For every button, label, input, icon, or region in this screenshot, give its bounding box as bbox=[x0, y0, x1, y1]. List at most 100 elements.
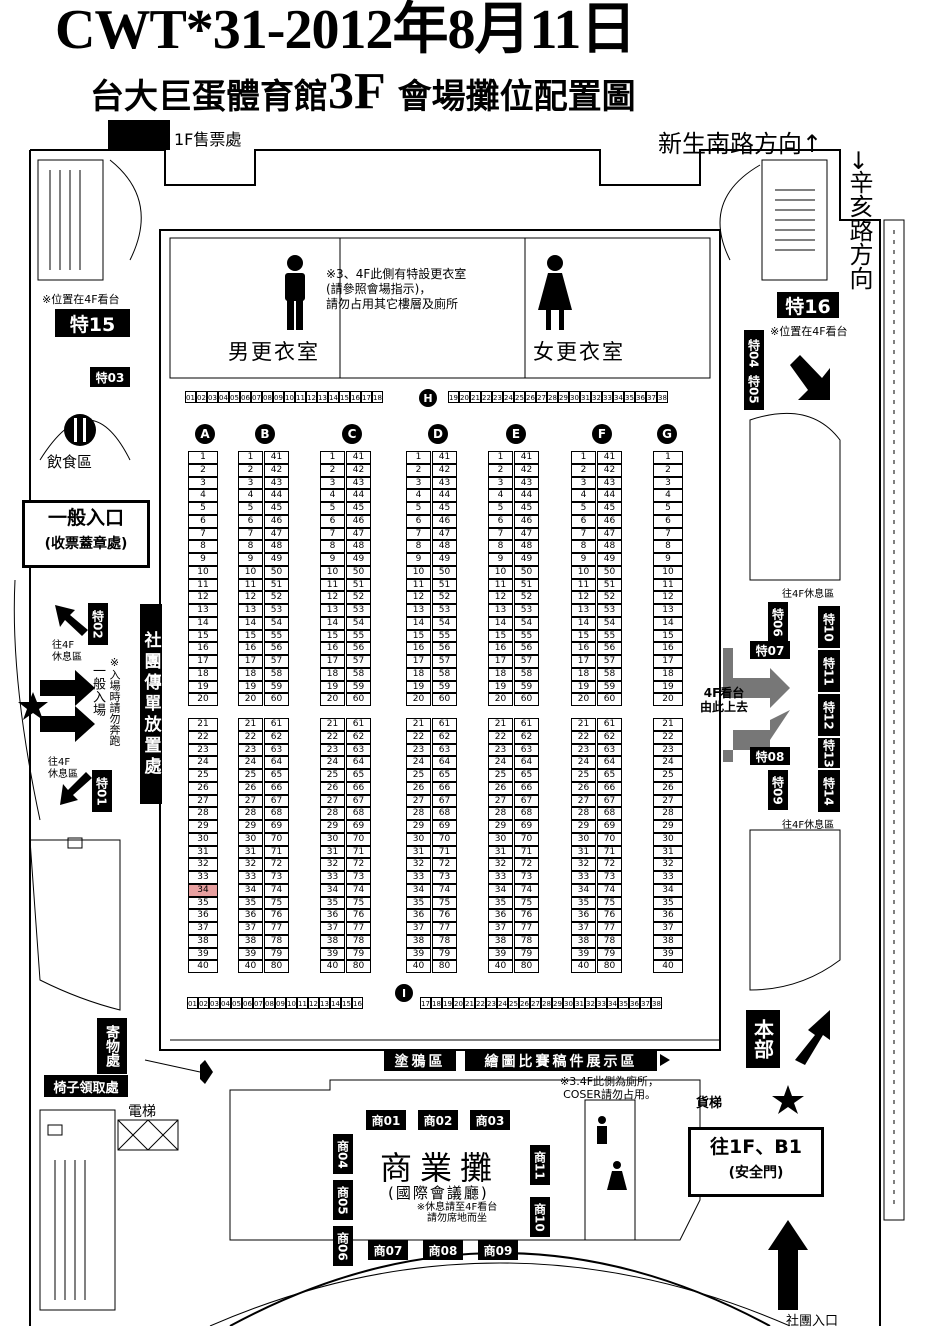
stand-4f-label: 4F看台 由此上去 bbox=[700, 686, 749, 714]
booth-A-34: 34 bbox=[188, 883, 218, 897]
exit-to-1f-label: 往1F、B1 bbox=[710, 1136, 802, 1158]
booth-B-5: 5 bbox=[238, 502, 263, 515]
booth-B-67: 67 bbox=[264, 794, 289, 808]
booth-G-6: 6 bbox=[653, 514, 683, 528]
booth-E-60: 60 bbox=[514, 693, 539, 706]
booth-B-41: 41 bbox=[264, 451, 289, 464]
booth-F-69: 69 bbox=[597, 820, 622, 833]
booth-F-12: 12 bbox=[571, 591, 596, 604]
group-marker-B: B bbox=[255, 424, 275, 444]
booth-A-39: 39 bbox=[188, 947, 218, 961]
strip-booth: 04 bbox=[220, 997, 231, 1009]
booth-B-60: 60 bbox=[264, 693, 289, 706]
booth-C-73: 73 bbox=[346, 871, 371, 884]
strip-booth: 09 bbox=[275, 997, 286, 1009]
booth-A-20: 20 bbox=[188, 693, 218, 706]
booth-C-75: 75 bbox=[346, 896, 371, 910]
booth-B-65: 65 bbox=[264, 769, 289, 782]
booth-F-49: 49 bbox=[597, 553, 622, 566]
toilet-note: ※3.4F此側為廁所， COSER請勿占用。 bbox=[560, 1075, 660, 1101]
booth-D-56: 56 bbox=[432, 642, 457, 655]
booth-F-45: 45 bbox=[597, 502, 622, 515]
booth-B-2: 2 bbox=[238, 463, 263, 477]
strip-booth: 07 bbox=[253, 997, 264, 1009]
page-subtitle: 台大巨蛋體育館3F 會場攤位配置圖 bbox=[90, 66, 636, 121]
booth-E-79: 79 bbox=[514, 947, 539, 961]
booth-E-3: 3 bbox=[488, 476, 513, 490]
booth-G-7: 7 bbox=[653, 527, 683, 541]
booth-G-38: 38 bbox=[653, 934, 683, 948]
booth-D-45: 45 bbox=[432, 502, 457, 515]
strip-booth: 09 bbox=[273, 391, 284, 403]
ticket-office-label: 1F售票處 bbox=[174, 130, 242, 149]
booth-F-31: 31 bbox=[571, 845, 596, 859]
commercial-booth: 商06 bbox=[333, 1226, 353, 1266]
booth-E-54: 54 bbox=[514, 616, 539, 630]
booth-E-27: 27 bbox=[488, 794, 513, 808]
booth-B-7: 7 bbox=[238, 527, 263, 541]
booth-F-41: 41 bbox=[597, 451, 622, 464]
booth-C-47: 47 bbox=[346, 527, 371, 541]
booth-E-20: 20 bbox=[488, 693, 513, 706]
booth-B-35: 35 bbox=[238, 896, 263, 910]
booth-D-38: 38 bbox=[406, 934, 431, 948]
booth-G-22: 22 bbox=[653, 730, 683, 744]
booth-D-31: 31 bbox=[406, 845, 431, 859]
commercial-booth: 商10 bbox=[530, 1197, 550, 1237]
booth-B-58: 58 bbox=[264, 667, 289, 681]
commercial-booth: 商04 bbox=[333, 1134, 353, 1174]
booth-A-3: 3 bbox=[188, 476, 218, 490]
booth-F-60: 60 bbox=[597, 693, 622, 706]
group-marker-D: D bbox=[428, 424, 448, 444]
booth-B-31: 31 bbox=[238, 845, 263, 859]
booth-C-27: 27 bbox=[320, 794, 345, 808]
booth-F-63: 63 bbox=[597, 743, 622, 757]
group-marker-E: E bbox=[506, 424, 526, 444]
booth-B-69: 69 bbox=[264, 820, 289, 833]
page-title: CWT*31-2012年8月11日 bbox=[55, 0, 636, 61]
booth-D-34: 34 bbox=[406, 883, 431, 897]
booth-E-61: 61 bbox=[514, 718, 539, 731]
booth-D-14: 14 bbox=[406, 616, 431, 630]
booth-G-31: 31 bbox=[653, 845, 683, 859]
booth-G-12: 12 bbox=[653, 591, 683, 604]
booth-E-49: 49 bbox=[514, 553, 539, 566]
commercial-booth: 商08 bbox=[423, 1240, 463, 1260]
strip-booth: 05 bbox=[231, 997, 242, 1009]
booth-C-17: 17 bbox=[320, 655, 345, 668]
booth-F-28: 28 bbox=[571, 807, 596, 820]
booth-E-6: 6 bbox=[488, 514, 513, 528]
booth-B-64: 64 bbox=[264, 756, 289, 769]
strip-booth: 08 bbox=[262, 391, 273, 403]
booth-C-23: 23 bbox=[320, 743, 345, 757]
booth-D-1: 1 bbox=[406, 451, 431, 464]
booth-B-44: 44 bbox=[264, 489, 289, 502]
booth-C-34: 34 bbox=[320, 883, 345, 897]
booth-E-40: 40 bbox=[488, 960, 513, 973]
strip-booth: 29 bbox=[558, 391, 569, 403]
booth-G-5: 5 bbox=[653, 502, 683, 515]
strip-booth: 30 bbox=[563, 997, 574, 1009]
booth-B-14: 14 bbox=[238, 616, 263, 630]
booth-D-53: 53 bbox=[432, 604, 457, 617]
booth-A-21: 21 bbox=[188, 718, 218, 731]
booth-E-46: 46 bbox=[514, 514, 539, 528]
safety-door-label: (安全門) bbox=[728, 1165, 784, 1181]
booth-E-19: 19 bbox=[488, 680, 513, 694]
booth-F-70: 70 bbox=[597, 832, 622, 846]
strip-booth: 34 bbox=[613, 391, 624, 403]
booth-A-18: 18 bbox=[188, 667, 218, 681]
strip-booth: 21 bbox=[470, 391, 481, 403]
booth-C-80: 80 bbox=[346, 960, 371, 973]
booth-E-24: 24 bbox=[488, 756, 513, 769]
booth-E-21: 21 bbox=[488, 718, 513, 731]
booth-A-15: 15 bbox=[188, 629, 218, 643]
booth-F-29: 29 bbox=[571, 820, 596, 833]
general-entrance-subtitle: (收票蓋章處) bbox=[44, 536, 128, 552]
booth-G-11: 11 bbox=[653, 578, 683, 592]
booth-F-79: 79 bbox=[597, 947, 622, 961]
